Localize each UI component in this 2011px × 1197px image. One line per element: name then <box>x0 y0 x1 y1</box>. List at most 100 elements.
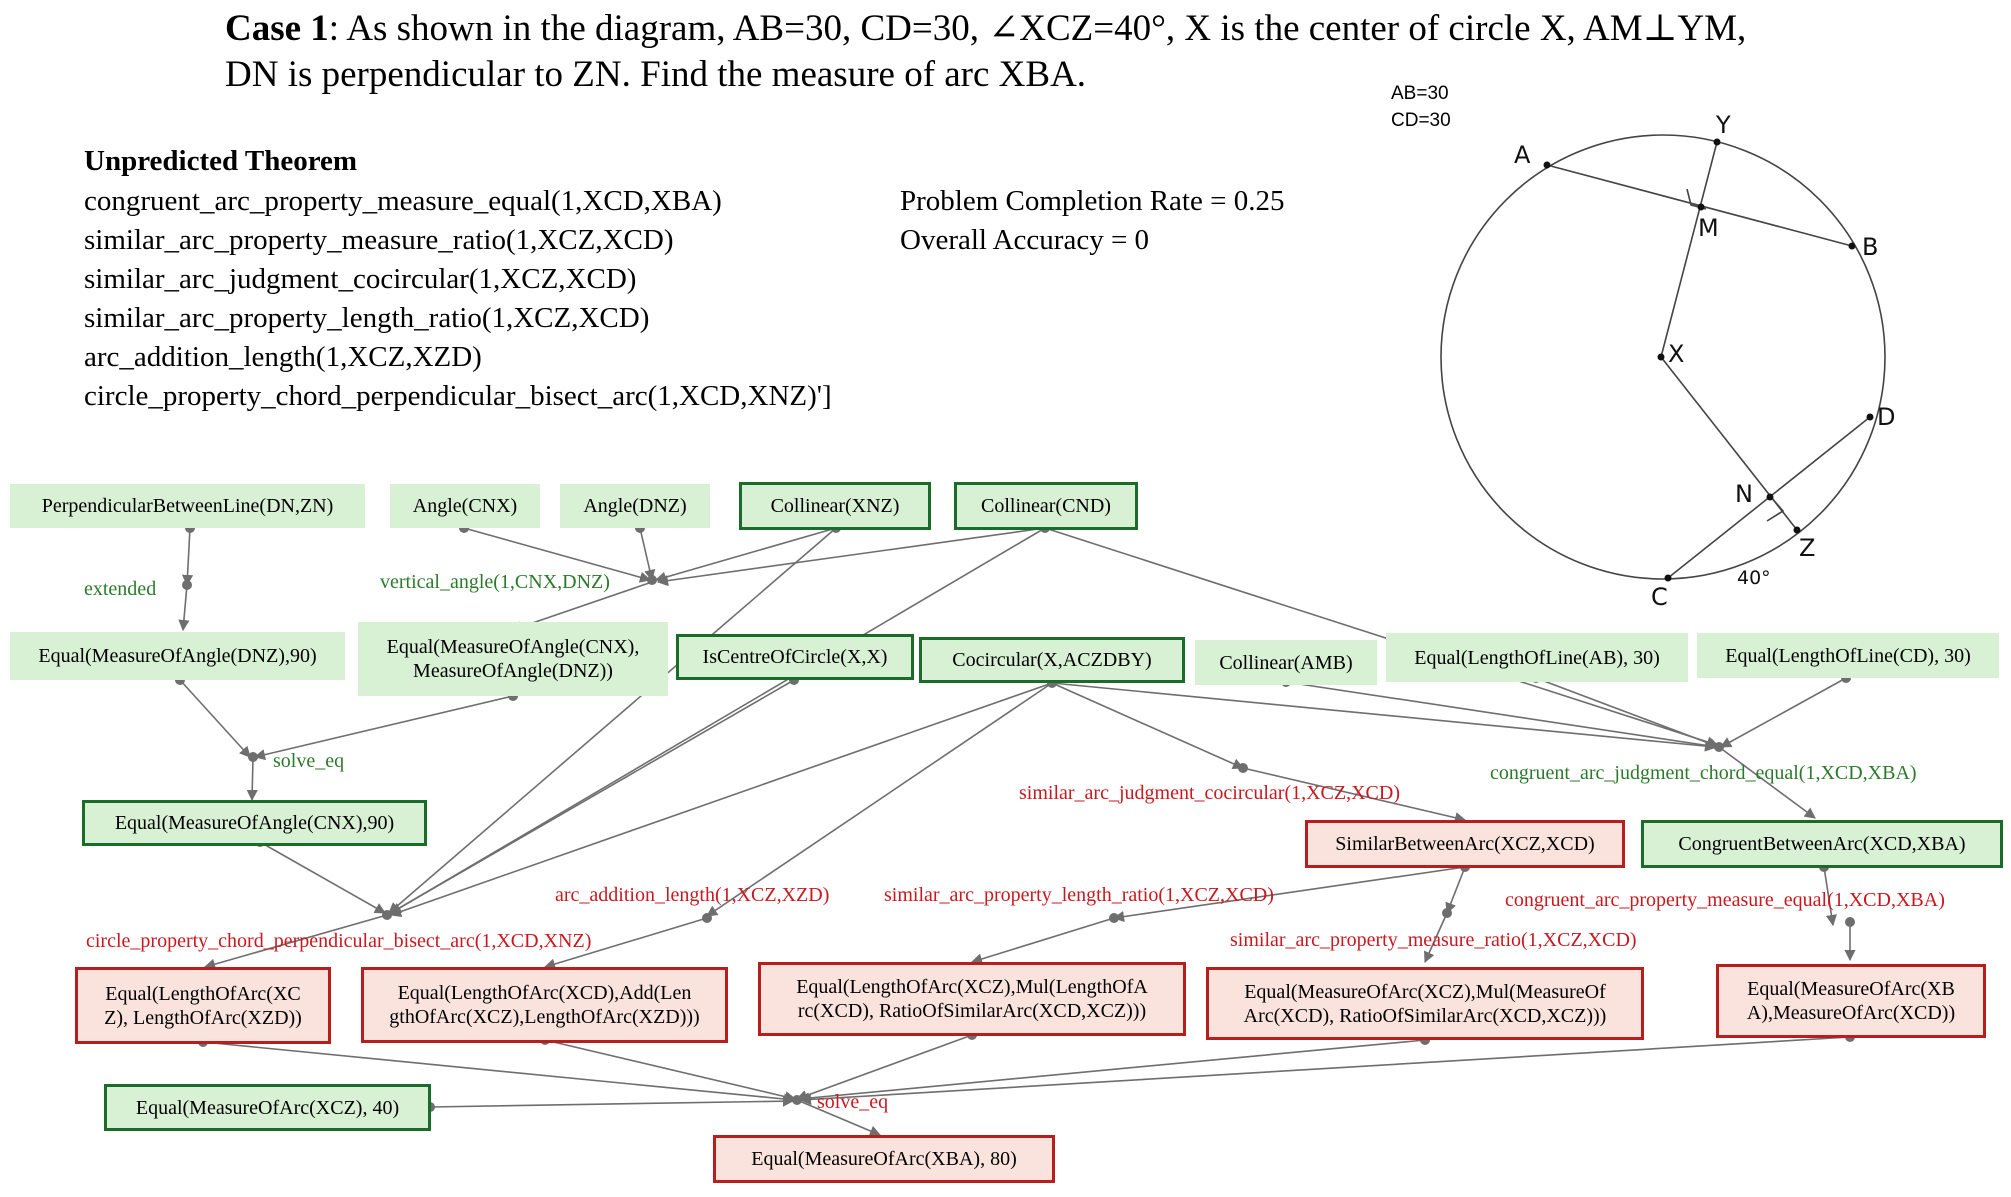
edge <box>543 917 708 970</box>
edge <box>203 914 388 970</box>
label-c: C <box>1651 583 1668 611</box>
edge <box>388 679 795 915</box>
edge-dot <box>1845 917 1855 927</box>
point-y <box>1713 138 1721 146</box>
edge <box>1718 746 1816 819</box>
node-angle-cnx: Angle(CNX) <box>390 484 540 528</box>
edge <box>1285 681 1719 752</box>
label-length-ratio: similar_arc_property_length_ratio(1,XCZ,… <box>884 884 1274 906</box>
case-label: Case 1 <box>225 8 329 49</box>
edge <box>1535 677 1721 749</box>
point-b <box>1848 242 1856 250</box>
node-line: rc(XCD), RatioOfSimilarArc(XCD,XCZ))) <box>797 1000 1147 1022</box>
edge <box>1823 866 1837 927</box>
overall-accuracy: Overall Accuracy = 0 <box>900 224 1150 256</box>
edge <box>202 1041 796 1105</box>
edge <box>656 527 1046 587</box>
completion-rate: Problem Completion Rate = 0.25 <box>900 185 1285 217</box>
label-arc-addition: arc_addition_length(1,XCZ,XZD) <box>555 884 830 906</box>
edge <box>795 1034 973 1101</box>
problem-text: : As shown in the diagram, AB=30, CD=30,… <box>328 8 1747 49</box>
node-collinear-cnd: Collinear(CND) <box>954 482 1138 530</box>
edge <box>388 527 837 914</box>
node-line: Equal(MeasureOfArc(XB <box>1747 978 1955 1000</box>
label-congruent-judgment: congruent_arc_judgment_chord_equal(1,XCD… <box>1490 762 1917 784</box>
edge <box>246 756 258 802</box>
label-measure-ratio: similar_arc_property_measure_ratio(1,XCZ… <box>1230 929 1637 951</box>
label-extended: extended <box>84 578 157 600</box>
edge <box>639 527 656 582</box>
node-line: Arc(XCD), RatioOfSimilarArc(XCD,XCZ))) <box>1243 1004 1607 1027</box>
right-angle-n <box>1766 496 1785 522</box>
hub-dot <box>182 580 192 590</box>
node-line: gthOfArc(XCZ),LengthOfArc(XZD))) <box>389 1006 700 1028</box>
edge <box>970 917 1115 965</box>
label-solve-eq-final: solve_eq <box>817 1091 889 1113</box>
edge <box>796 1099 882 1137</box>
node-line: Equal(MeasureOfArc(XCZ),Mul(MeasureOf <box>1244 980 1606 1003</box>
node-similar-arc: SimilarBetweenArc(XCZ,XCD) <box>1305 820 1625 868</box>
point-x <box>1657 353 1665 361</box>
node-collinear-amb: Collinear(AMB) <box>1195 640 1377 685</box>
edge <box>797 1039 1426 1104</box>
node-measure-xcz-40: Equal(MeasureOfArc(XCZ), 40) <box>104 1084 431 1131</box>
edge <box>253 695 514 761</box>
given-cd: CD=30 <box>1391 110 1451 131</box>
segment-yx <box>1660 141 1718 358</box>
edge <box>178 584 190 632</box>
theorem-item: similar_arc_property_measure_ratio(1,XCZ… <box>84 224 674 256</box>
theorem-item: circle_property_chord_perpendicular_bise… <box>84 380 832 412</box>
edge <box>544 1039 797 1103</box>
edge <box>1445 866 1466 915</box>
edge <box>1424 912 1448 964</box>
node-eq-cnx-dnz: Equal(MeasureOfAngle(CNX), MeasureOfAngl… <box>358 622 668 696</box>
node-line: Equal(LengthOfArc(XC <box>105 982 301 1005</box>
node-line: Equal(LengthOfArc(XCD),Add(Len <box>397 982 692 1004</box>
node-cocircular: Cocircular(X,ACZDBY) <box>919 637 1185 683</box>
point-z <box>1793 526 1801 534</box>
hub-dot <box>647 575 657 585</box>
label-solve-eq: solve_eq <box>273 750 345 772</box>
edge <box>463 527 652 583</box>
point-a <box>1543 161 1551 169</box>
hub-dot <box>1442 908 1452 918</box>
node-centre-of-circle: IsCentreOfCircle(X,X) <box>676 634 914 680</box>
problem-line-1: Case 1: As shown in the diagram, AB=30, … <box>225 6 1746 52</box>
theorem-item: similar_arc_property_length_ratio(1,XCZ,… <box>84 302 650 334</box>
label-x: X <box>1668 340 1684 368</box>
point-c <box>1664 574 1672 582</box>
theorem-item: similar_arc_judgment_cocircular(1,XCZ,XC… <box>84 263 637 295</box>
edge <box>706 682 1053 917</box>
hub-dot <box>382 910 392 920</box>
label-similar-judgment: similar_arc_judgment_cocircular(1,XCZ,XC… <box>1019 782 1400 804</box>
node-eq-dnz-90: Equal(MeasureOfAngle(DNZ),90) <box>10 632 345 680</box>
node-arc-equal: Equal(LengthOfArc(XC Z), LengthOfArc(XZD… <box>75 967 331 1044</box>
node-line: Z), LengthOfArc(XZD)) <box>104 1006 302 1029</box>
label-congruent-measure: congruent_arc_property_measure_equal(1,X… <box>1505 889 1945 911</box>
edge <box>1051 682 1717 752</box>
label-y: Y <box>1715 111 1731 139</box>
hub-dot <box>792 1095 802 1105</box>
edge <box>1112 866 1466 923</box>
node-length-ab: Equal(LengthOfLine(AB), 30) <box>1386 633 1688 682</box>
edge <box>1242 767 1467 824</box>
node-line: A),MeasureOfArc(XCD)) <box>1746 1002 1956 1024</box>
edge <box>389 682 1053 917</box>
hub-dot <box>1714 742 1724 752</box>
label-a: A <box>1514 141 1531 169</box>
problem-line-2: DN is perpendicular to ZN. Find the meas… <box>225 54 1087 95</box>
circle-x <box>1440 134 1886 580</box>
angle-label: 40° <box>1737 567 1771 589</box>
edge <box>179 679 251 758</box>
node-measure-xba-equal: Equal(MeasureOfArc(XB A),MeasureOfArc(XC… <box>1716 964 1986 1038</box>
node-perpendicular: PerpendicularBetweenLine(DN,ZN) <box>10 484 365 528</box>
node-measure-xba-80: Equal(MeasureOfArc(XBA), 80) <box>713 1135 1055 1183</box>
edge <box>259 841 386 914</box>
label-chord-bisect: circle_property_chord_perpendicular_bise… <box>86 930 592 952</box>
node-line: Equal(LengthOfArc(XCZ),Mul(LengthOfA <box>796 976 1148 998</box>
node-line: Equal(MeasureOfAngle(CNX), <box>386 636 640 658</box>
edge <box>1720 677 1847 748</box>
node-length-ratio: Equal(LengthOfArc(XCZ),Mul(LengthOfA rc(… <box>758 962 1186 1036</box>
point-n <box>1766 493 1774 501</box>
label-d: D <box>1877 403 1895 431</box>
